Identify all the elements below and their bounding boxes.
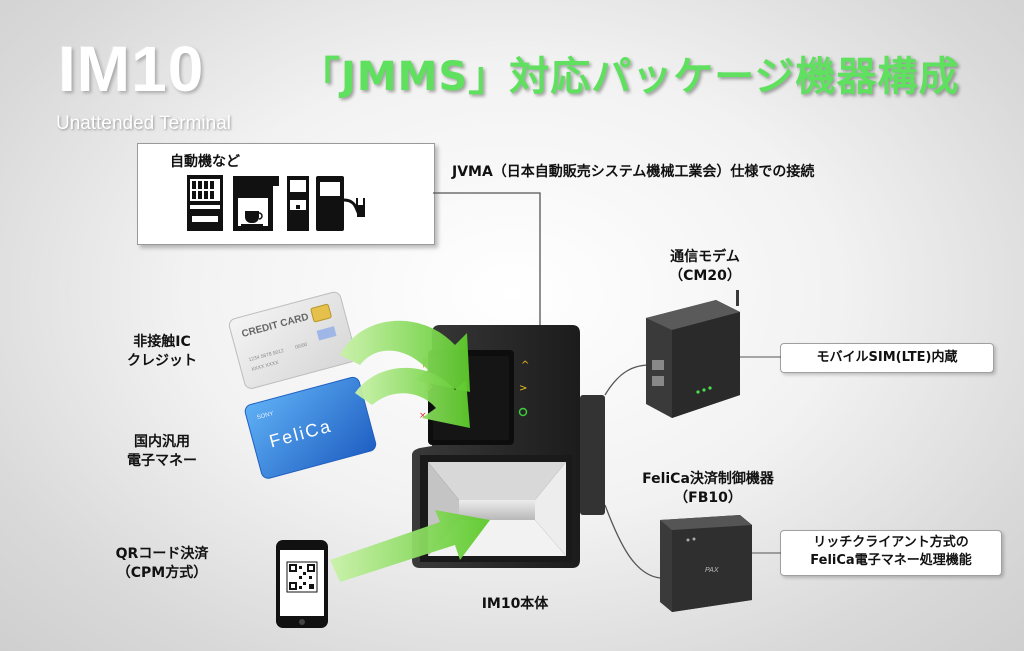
smartphone-qr-image xyxy=(276,540,328,628)
credit-card-image: CREDIT CARD 1234 5678 9012 00/00 XXXX XX… xyxy=(228,291,357,389)
water-dispenser-icon xyxy=(287,176,309,231)
credit-card-expiry: 00/00 xyxy=(294,342,308,351)
felica-label: 国内汎用 電子マネー xyxy=(112,433,212,471)
qr-label-line2: （CPM方式） xyxy=(116,564,208,581)
page-title: 「JMMS」対応パッケージ機器構成 xyxy=(300,54,960,100)
cancel-key-icon: × xyxy=(419,411,427,421)
qr-label-line1: QRコード決済 xyxy=(115,546,209,562)
connection-line-modem xyxy=(604,364,651,396)
modem-label-line2: （CM20） xyxy=(669,267,741,284)
felica-ctrl-callout: リッチクライアント方式の FeliCa電子マネー処理機能 xyxy=(780,530,1002,576)
hologram-icon xyxy=(316,326,337,341)
modem-callout: モバイルSIM(LTE)内蔵 xyxy=(780,343,994,373)
connection-line-felica-ctrl xyxy=(604,504,661,579)
arrow-qr-icon xyxy=(330,510,490,582)
felica-ctrl-label-line2: （FB10） xyxy=(674,489,742,506)
ok-led-icon xyxy=(518,407,528,417)
credit-label-line2: クレジット xyxy=(127,352,197,369)
chevron-up-icon: ^ xyxy=(521,360,529,371)
terminal-back-module xyxy=(580,395,605,515)
vending-machine-icon xyxy=(187,175,223,231)
felica-ctrl-callout-line1: リッチクライアント方式の xyxy=(813,535,969,550)
connection-line-vending xyxy=(433,192,541,325)
felica-ctrl-label: FeliCa決済制御機器 （FB10） xyxy=(623,470,793,508)
ev-charger-icon xyxy=(316,176,365,231)
product-logo: IM10 xyxy=(58,33,205,105)
felica-label-line2: 電子マネー xyxy=(127,452,197,469)
modem-cm20-image xyxy=(646,290,740,418)
credit-label-line1: 非接触IC xyxy=(133,334,191,350)
vending-machines-box xyxy=(137,143,435,245)
chevron-right-icon: > xyxy=(519,383,527,394)
felica-ctrl-label-line1: FeliCa決済制御機器 xyxy=(642,471,774,487)
felica-card-brand: SONY xyxy=(256,411,274,421)
arrow-felica-icon xyxy=(355,367,470,428)
chip-icon xyxy=(310,303,332,323)
terminal-label: IM10本体 xyxy=(481,596,549,612)
coffee-machine-icon xyxy=(233,176,279,231)
vending-label: 自動機など xyxy=(170,154,240,170)
modem-label-line1: 通信モデム xyxy=(670,249,740,265)
product-subtitle: Unattended Terminal xyxy=(56,113,231,134)
felica-label-line1: 国内汎用 xyxy=(134,434,190,450)
connection-label: JVMA（日本自動販売システム機械工業会）仕様での接続 xyxy=(452,164,815,180)
qr-label: QRコード決済 （CPM方式） xyxy=(100,545,224,583)
modem-label: 通信モデム （CM20） xyxy=(645,248,765,286)
felica-ctrl-fb10-image: PAX xyxy=(660,515,752,612)
felica-ctrl-callout-line2: FeliCa電子マネー処理機能 xyxy=(810,552,972,568)
felica-card-image: SONY FeliCa xyxy=(244,376,377,479)
credit-label: 非接触IC クレジット xyxy=(112,333,212,371)
pax-logo: PAX xyxy=(705,567,719,574)
arrow-credit-icon xyxy=(340,320,470,392)
